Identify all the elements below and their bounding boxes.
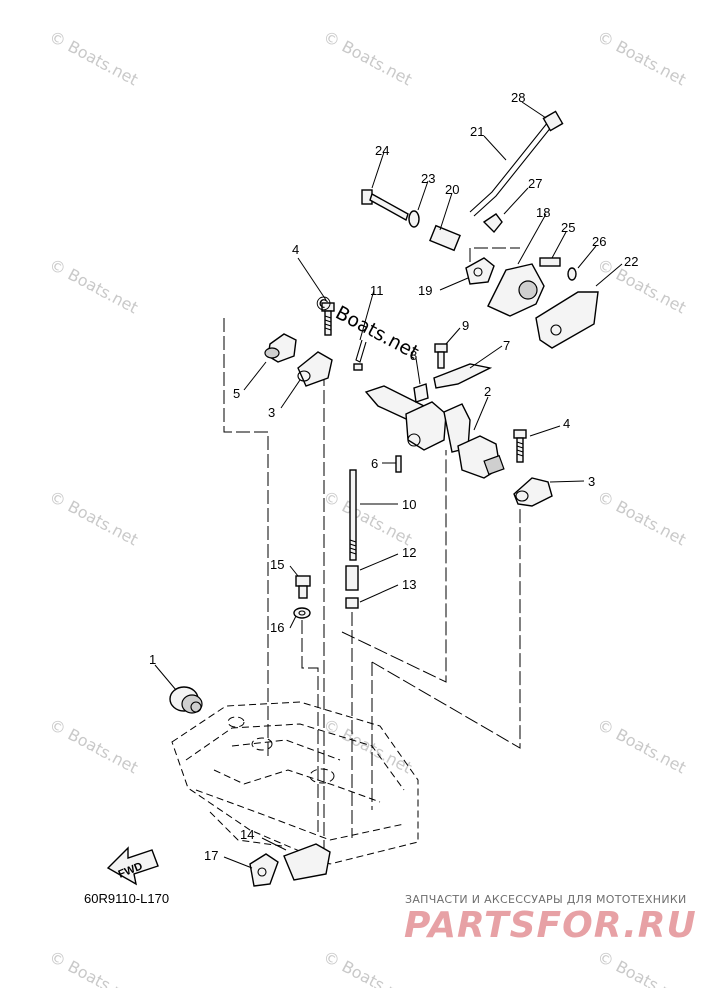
watermark: © Boats.net bbox=[46, 715, 141, 778]
part-screw bbox=[539, 257, 561, 267]
part-shift-lever bbox=[364, 385, 505, 479]
lower-casing-outline bbox=[171, 701, 419, 865]
callout-10: 10 bbox=[402, 497, 416, 512]
part-bracket-right bbox=[513, 477, 553, 507]
part-control-rod bbox=[469, 121, 553, 217]
part-bolt-long bbox=[361, 189, 409, 222]
callout-1: 1 bbox=[149, 652, 156, 667]
callout-7: 7 bbox=[503, 338, 510, 353]
watermark: © Boats.net bbox=[594, 715, 689, 778]
part-bolt-right bbox=[513, 429, 527, 463]
callout-14: 14 bbox=[240, 827, 254, 842]
part-collar bbox=[429, 224, 461, 252]
callout-16: 16 bbox=[270, 620, 284, 635]
callout-19: 19 bbox=[418, 283, 432, 298]
watermark: © Boats.net bbox=[46, 27, 141, 90]
part-lever-upper bbox=[487, 263, 545, 317]
watermark: © Boats.net bbox=[46, 947, 141, 988]
part-cotter-pin bbox=[353, 339, 367, 371]
part-clip bbox=[413, 383, 429, 403]
callout-13: 13 bbox=[402, 577, 416, 592]
callout-22: 22 bbox=[624, 254, 638, 269]
watermark: © Boats.net bbox=[594, 947, 689, 988]
part-clip-upper bbox=[482, 213, 503, 234]
watermark-layer: © Boats.net © Boats.net © Boats.net © Bo… bbox=[46, 27, 689, 988]
part-link bbox=[465, 257, 495, 285]
part-coupling-nut bbox=[345, 565, 359, 591]
callout-5: 5 bbox=[233, 386, 240, 401]
parts-store-caption: ЗАПЧАСТИ И АКСЕССУАРЫ ДЛЯ МОТОТЕХНИКИ bbox=[405, 893, 687, 906]
part-pin bbox=[395, 455, 402, 473]
callout-26: 26 bbox=[592, 234, 606, 249]
part-bolt-lower bbox=[295, 575, 311, 599]
part-bolt-small bbox=[434, 343, 448, 369]
callout-18: 18 bbox=[536, 205, 550, 220]
callout-25: 25 bbox=[561, 220, 575, 235]
callout-27: 27 bbox=[528, 176, 542, 191]
part-shift-rod bbox=[349, 469, 357, 561]
callout-labels: 1 2 3 3 4 4 5 6 7 8 9 10 11 12 13 14 15 … bbox=[149, 90, 638, 863]
part-bracket-left bbox=[264, 333, 333, 387]
callout-4: 4 bbox=[563, 416, 570, 431]
watermark: © Boats.net bbox=[320, 27, 415, 90]
part-bolt-upper bbox=[321, 302, 335, 336]
leader-lines bbox=[154, 101, 623, 869]
callout-21: 21 bbox=[470, 124, 484, 139]
part-plate bbox=[433, 363, 493, 389]
callout-15: 15 bbox=[270, 557, 284, 572]
callout-6: 6 bbox=[371, 456, 378, 471]
model-code: 60R9110-L170 bbox=[84, 891, 170, 906]
part-washer-upper bbox=[408, 210, 420, 228]
watermark: © Boats.net bbox=[594, 487, 689, 550]
callout-20: 20 bbox=[445, 182, 459, 197]
callout-28: 28 bbox=[511, 90, 525, 105]
part-cap bbox=[542, 110, 564, 132]
watermark: © Boats.net bbox=[594, 255, 689, 318]
watermark: © Boats.net bbox=[320, 715, 415, 778]
callout-3: 3 bbox=[588, 474, 595, 489]
callout-9: 9 bbox=[462, 318, 469, 333]
callout-12: 12 bbox=[402, 545, 416, 560]
watermark: © Boats.net bbox=[46, 255, 141, 318]
parts-store-logo: PARTSFOR.RU bbox=[404, 905, 697, 946]
part-washer bbox=[293, 607, 311, 619]
part-bracket-lower bbox=[283, 843, 331, 881]
callout-3: 3 bbox=[268, 405, 275, 420]
assembly-guide-lines bbox=[223, 247, 521, 862]
callout-4: 4 bbox=[292, 242, 299, 257]
callout-23: 23 bbox=[421, 171, 435, 186]
watermark: © Boats.net bbox=[320, 487, 415, 550]
callout-17: 17 bbox=[204, 848, 218, 863]
part-washer-small bbox=[567, 267, 577, 281]
watermark: © Boats.net bbox=[320, 947, 415, 988]
part-grommet bbox=[169, 686, 203, 714]
part-clamp bbox=[249, 853, 279, 887]
watermark: © Boats.net bbox=[594, 27, 689, 90]
callout-8: 8 bbox=[410, 348, 417, 363]
callout-24: 24 bbox=[375, 143, 389, 158]
part-bracket-upper bbox=[535, 291, 599, 349]
callout-2: 2 bbox=[484, 384, 491, 399]
fwd-arrow-icon: FWD bbox=[106, 846, 159, 886]
callout-11: 11 bbox=[370, 283, 384, 298]
part-nut bbox=[345, 597, 359, 609]
watermark: © Boats.net bbox=[46, 487, 141, 550]
